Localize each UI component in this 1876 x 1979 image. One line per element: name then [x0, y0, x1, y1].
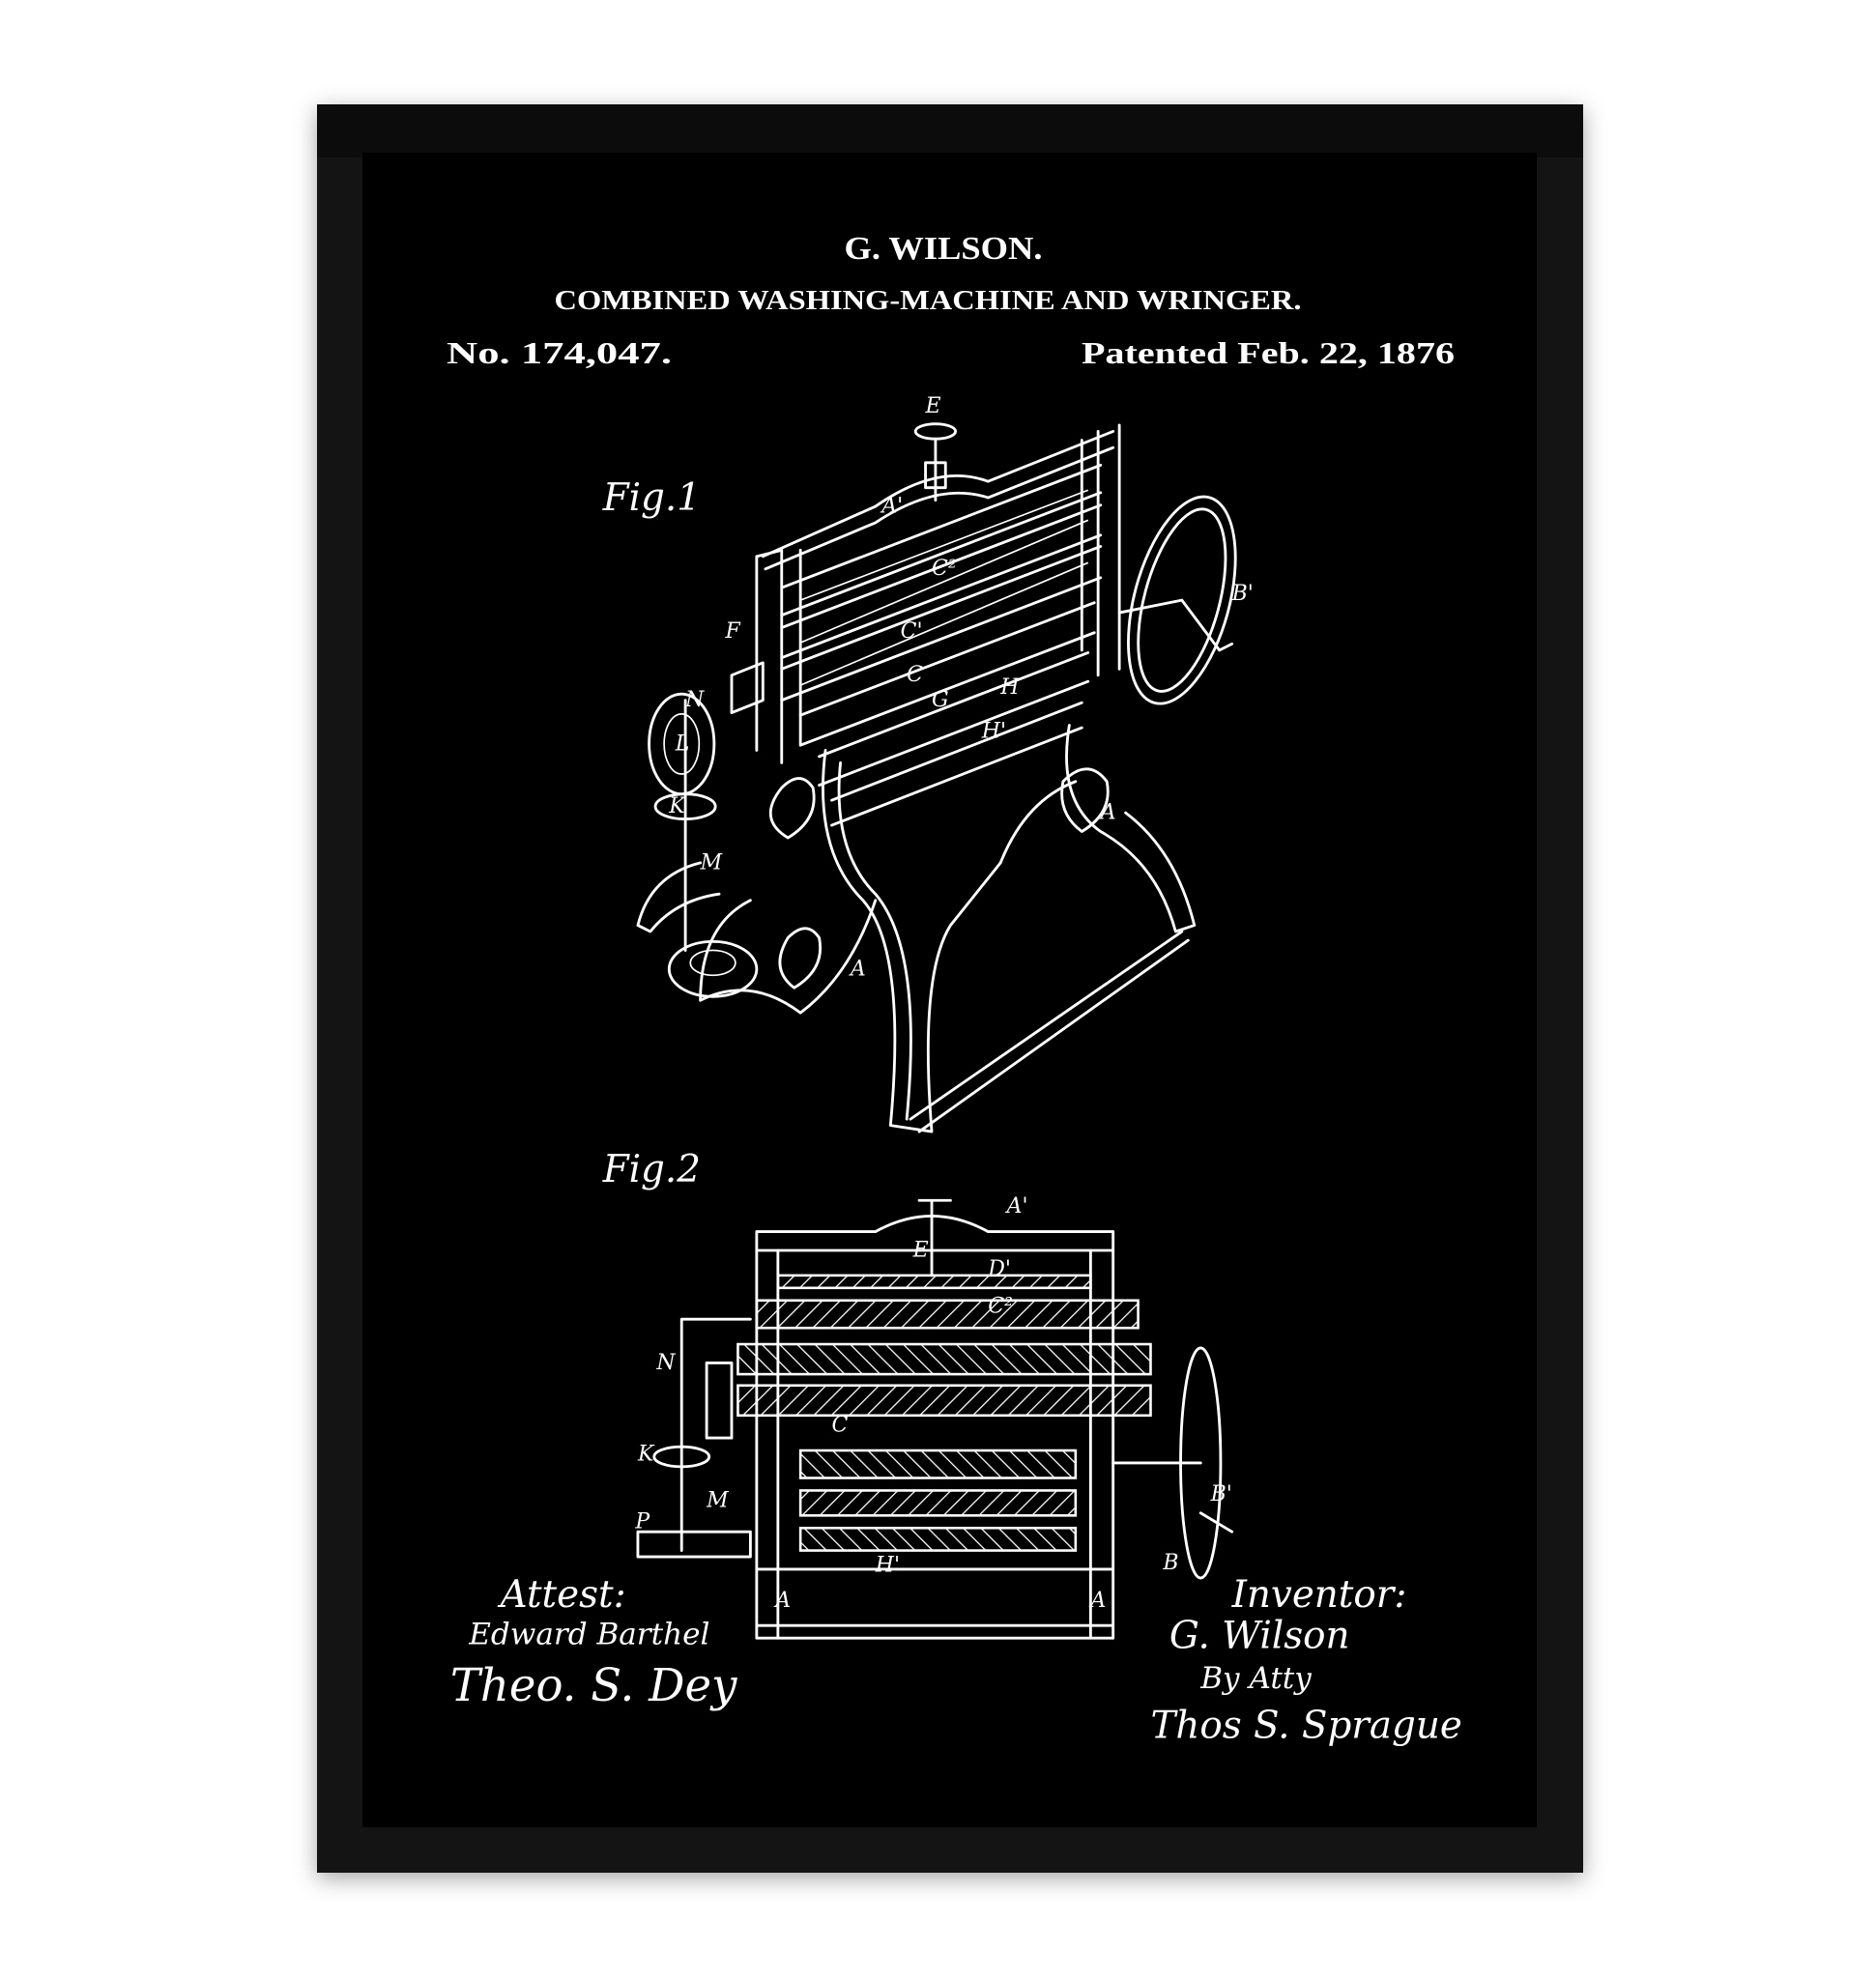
svg-text:K: K	[668, 794, 686, 818]
svg-text:A: A	[773, 1589, 791, 1613]
svg-text:B': B'	[1231, 582, 1254, 606]
attorney-signature: Thos S. Sprague	[1150, 1705, 1461, 1748]
svg-text:E: E	[925, 394, 941, 418]
svg-text:F: F	[725, 619, 741, 644]
svg-text:A': A'	[880, 495, 903, 519]
svg-text:A: A	[849, 957, 866, 981]
fig1-washing-machine: E A' C² C' C G H H' A A B' F N L K M	[636, 394, 1254, 1133]
svg-text:K: K	[637, 1442, 655, 1466]
svg-text:N: N	[684, 688, 705, 712]
svg-text:A': A'	[1005, 1194, 1028, 1219]
patent-title: COMBINED WASHING-MACHINE AND WRINGER.	[555, 286, 1302, 316]
svg-text:L: L	[675, 731, 690, 756]
inventor-signature: G. Wilson	[1169, 1614, 1350, 1657]
svg-text:A: A	[1099, 801, 1116, 825]
svg-text:M: M	[706, 1488, 729, 1512]
svg-text:E: E	[912, 1238, 929, 1262]
patent-date: Patented Feb. 22, 1876	[1082, 335, 1455, 370]
inventor-heading: G. WILSON.	[845, 231, 1043, 267]
svg-text:C²: C²	[988, 1295, 1013, 1319]
fig2-label: Fig.2	[602, 1148, 701, 1191]
inventor-label: Inventor:	[1231, 1573, 1407, 1617]
witness-signature-2: Theo. S. Dey	[450, 1659, 737, 1711]
svg-text:H': H'	[875, 1554, 900, 1578]
svg-text:C': C'	[901, 619, 923, 644]
witness-signature-1: Edward Barthel	[468, 1618, 709, 1652]
by-attorney-label: By Atty	[1199, 1661, 1312, 1696]
svg-text:P: P	[634, 1509, 650, 1534]
svg-text:C: C	[907, 663, 923, 687]
svg-text:C²: C²	[932, 557, 957, 581]
svg-text:H: H	[999, 675, 1020, 700]
svg-text:C: C	[832, 1414, 849, 1438]
svg-text:A: A	[1088, 1589, 1106, 1613]
patent-number: No. 174,047.	[447, 335, 672, 370]
svg-text:B: B	[1162, 1551, 1178, 1575]
svg-text:D': D'	[987, 1257, 1011, 1281]
fig1-label: Fig.1	[602, 476, 701, 520]
svg-text:B': B'	[1210, 1482, 1232, 1506]
svg-text:M: M	[700, 850, 723, 875]
svg-text:H': H'	[981, 719, 1006, 743]
attest-label: Attest:	[498, 1573, 626, 1617]
svg-text:N: N	[655, 1351, 676, 1375]
svg-text:G: G	[932, 688, 949, 712]
fig2-washing-machine: A' D' E C² C H' A A B' B N K M P	[634, 1194, 1234, 1640]
